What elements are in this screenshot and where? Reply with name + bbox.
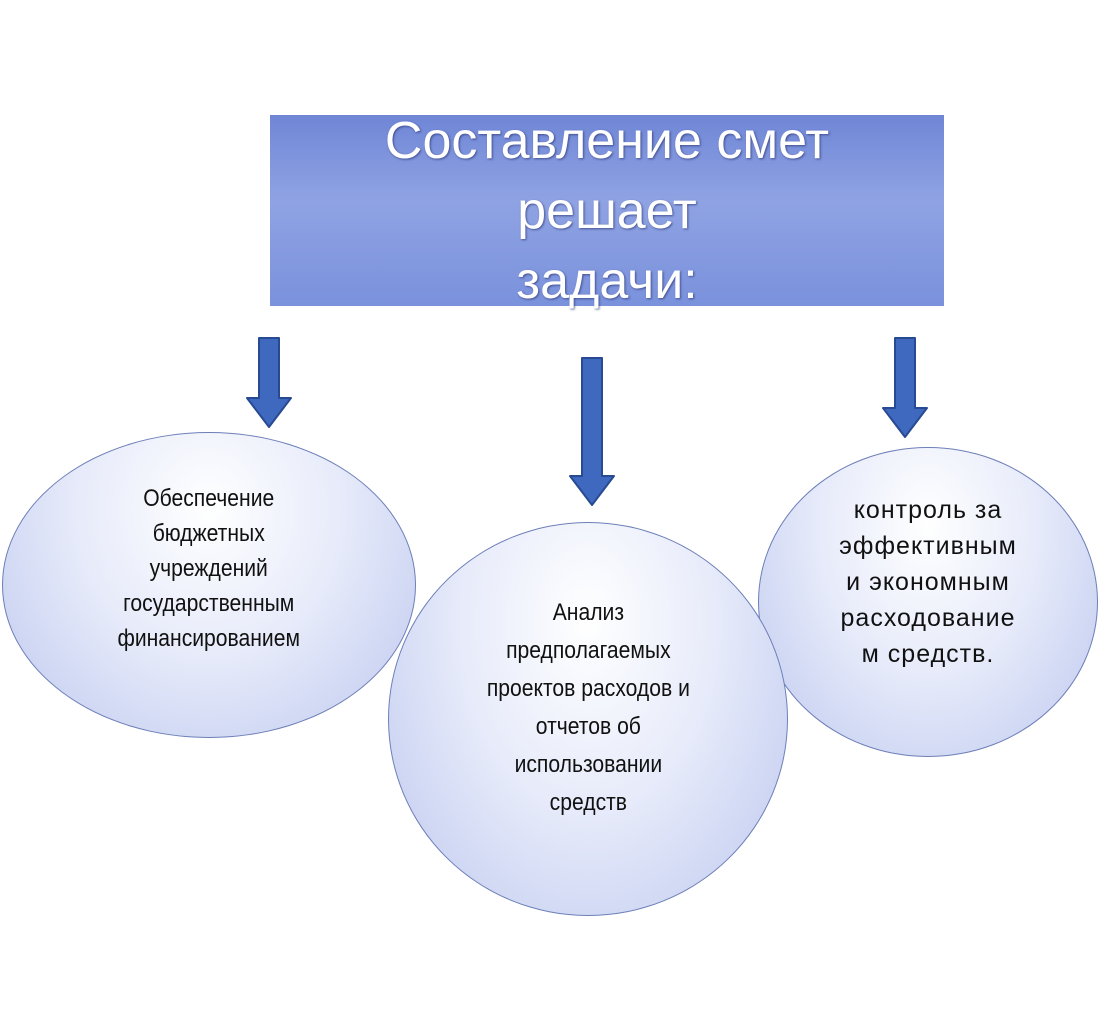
- arrow-down-icon-left: [246, 337, 292, 428]
- title-line-2: задачи:: [516, 251, 698, 310]
- task-text-financing: Обеспечение бюджетных учреждений государ…: [118, 481, 301, 656]
- task-line: бюджетных: [152, 519, 266, 547]
- task-line: контроль за: [853, 496, 1003, 524]
- task-text-analysis: Анализ предполагаемых проектов расходов …: [486, 594, 689, 822]
- title-box: Составление смет решает задачи:: [270, 112, 944, 310]
- arrow-down-icon-right: [882, 337, 928, 438]
- task-line: м средств.: [861, 640, 995, 668]
- task-ellipse-control: контроль за эффективным и экономным расх…: [758, 447, 1098, 757]
- task-line: расходование: [840, 604, 1016, 632]
- task-line: финансированием: [117, 624, 301, 652]
- task-line: эффективным: [839, 532, 1017, 560]
- task-line: проектов расходов и: [486, 675, 690, 702]
- task-ellipse-analysis: Анализ предполагаемых проектов расходов …: [388, 522, 788, 916]
- task-line: Анализ: [552, 599, 624, 626]
- arrow-down-icon-center: [569, 357, 615, 506]
- task-text-control: контроль за эффективным и экономным расх…: [839, 492, 1017, 672]
- task-line: Обеспечение: [143, 484, 275, 512]
- task-line: учреждений: [149, 554, 269, 582]
- diagram-title: Составление смет решает задачи:: [290, 106, 924, 316]
- task-line: и экономным: [846, 568, 1010, 596]
- task-line: средств: [549, 789, 627, 816]
- task-line: предполагаемых: [505, 637, 671, 664]
- title-line-1: Составление смет решает: [384, 111, 830, 240]
- task-line: использовании: [514, 751, 662, 778]
- task-line: государственным: [123, 589, 295, 617]
- task-line: отчетов об: [535, 713, 641, 740]
- task-ellipse-financing: Обеспечение бюджетных учреждений государ…: [2, 432, 416, 738]
